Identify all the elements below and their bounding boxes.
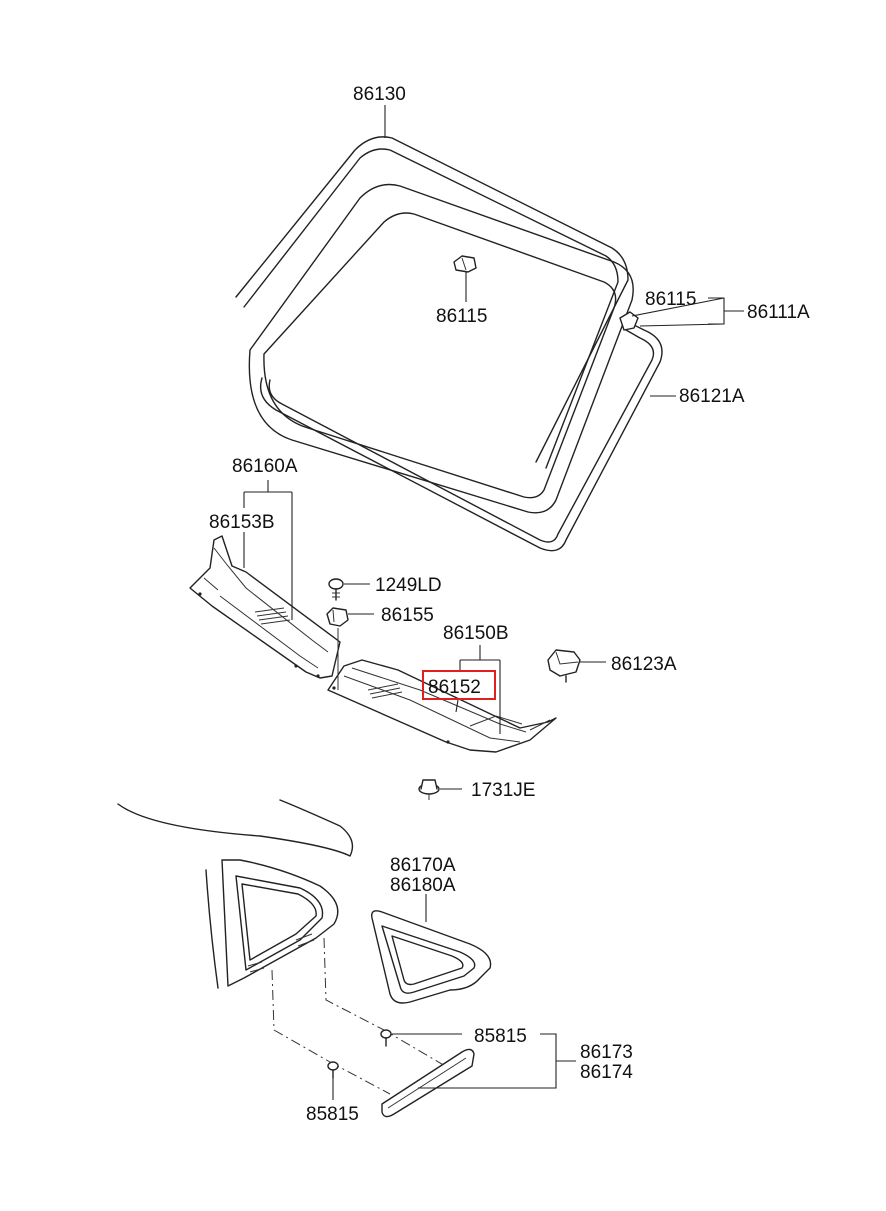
- cowl-panel-left: [189, 535, 341, 679]
- label-86155[interactable]: 86155: [381, 605, 434, 626]
- label-86180A[interactable]: 86180A: [390, 875, 456, 896]
- center-clip: [453, 255, 477, 273]
- grommet-icon: [418, 779, 440, 800]
- side-clip: [619, 311, 639, 331]
- label-1249LD[interactable]: 1249LD: [375, 575, 442, 596]
- label-86174[interactable]: 86174: [580, 1062, 633, 1083]
- label-86130[interactable]: 86130: [353, 84, 406, 105]
- label-86152[interactable]: 86152: [428, 677, 481, 698]
- windshield-molding: [235, 136, 629, 469]
- clip-icon: [327, 1061, 339, 1079]
- label-86115-center[interactable]: 86115: [436, 306, 487, 327]
- label-1731JE[interactable]: 1731JE: [471, 780, 535, 801]
- quarter-molding: [381, 1048, 475, 1118]
- quarter-glass: [371, 910, 492, 1004]
- label-86123A[interactable]: 86123A: [611, 654, 677, 675]
- windshield-glass: [248, 183, 634, 514]
- label-86170A[interactable]: 86170A: [390, 855, 456, 876]
- label-86173[interactable]: 86173: [580, 1042, 633, 1063]
- label-86153B[interactable]: 86153B: [209, 512, 275, 533]
- cowl-panel-right: [327, 659, 557, 753]
- clip-icon: [380, 1029, 392, 1047]
- label-85815-bottom[interactable]: 85815: [306, 1104, 359, 1125]
- leader-lines: [243, 105, 744, 1089]
- nut-icon: [326, 607, 349, 627]
- label-86111A[interactable]: 86111A: [747, 302, 810, 323]
- label-86160A[interactable]: 86160A: [232, 456, 298, 477]
- screw-icon: [328, 578, 344, 601]
- body-outline: [117, 799, 354, 989]
- bracket-icon: [547, 649, 581, 683]
- label-86150B[interactable]: 86150B: [443, 623, 509, 644]
- highlight-box: [422, 670, 496, 700]
- label-85815-right[interactable]: 85815: [474, 1026, 527, 1047]
- label-86115-right[interactable]: 86115: [645, 289, 696, 310]
- install-lines: [271, 937, 453, 1095]
- part-labels: 86130 86115 86115 86111A 86121A 86160A 8…: [209, 84, 810, 1125]
- label-86121A[interactable]: 86121A: [679, 386, 745, 407]
- dam-rubber: [259, 321, 663, 552]
